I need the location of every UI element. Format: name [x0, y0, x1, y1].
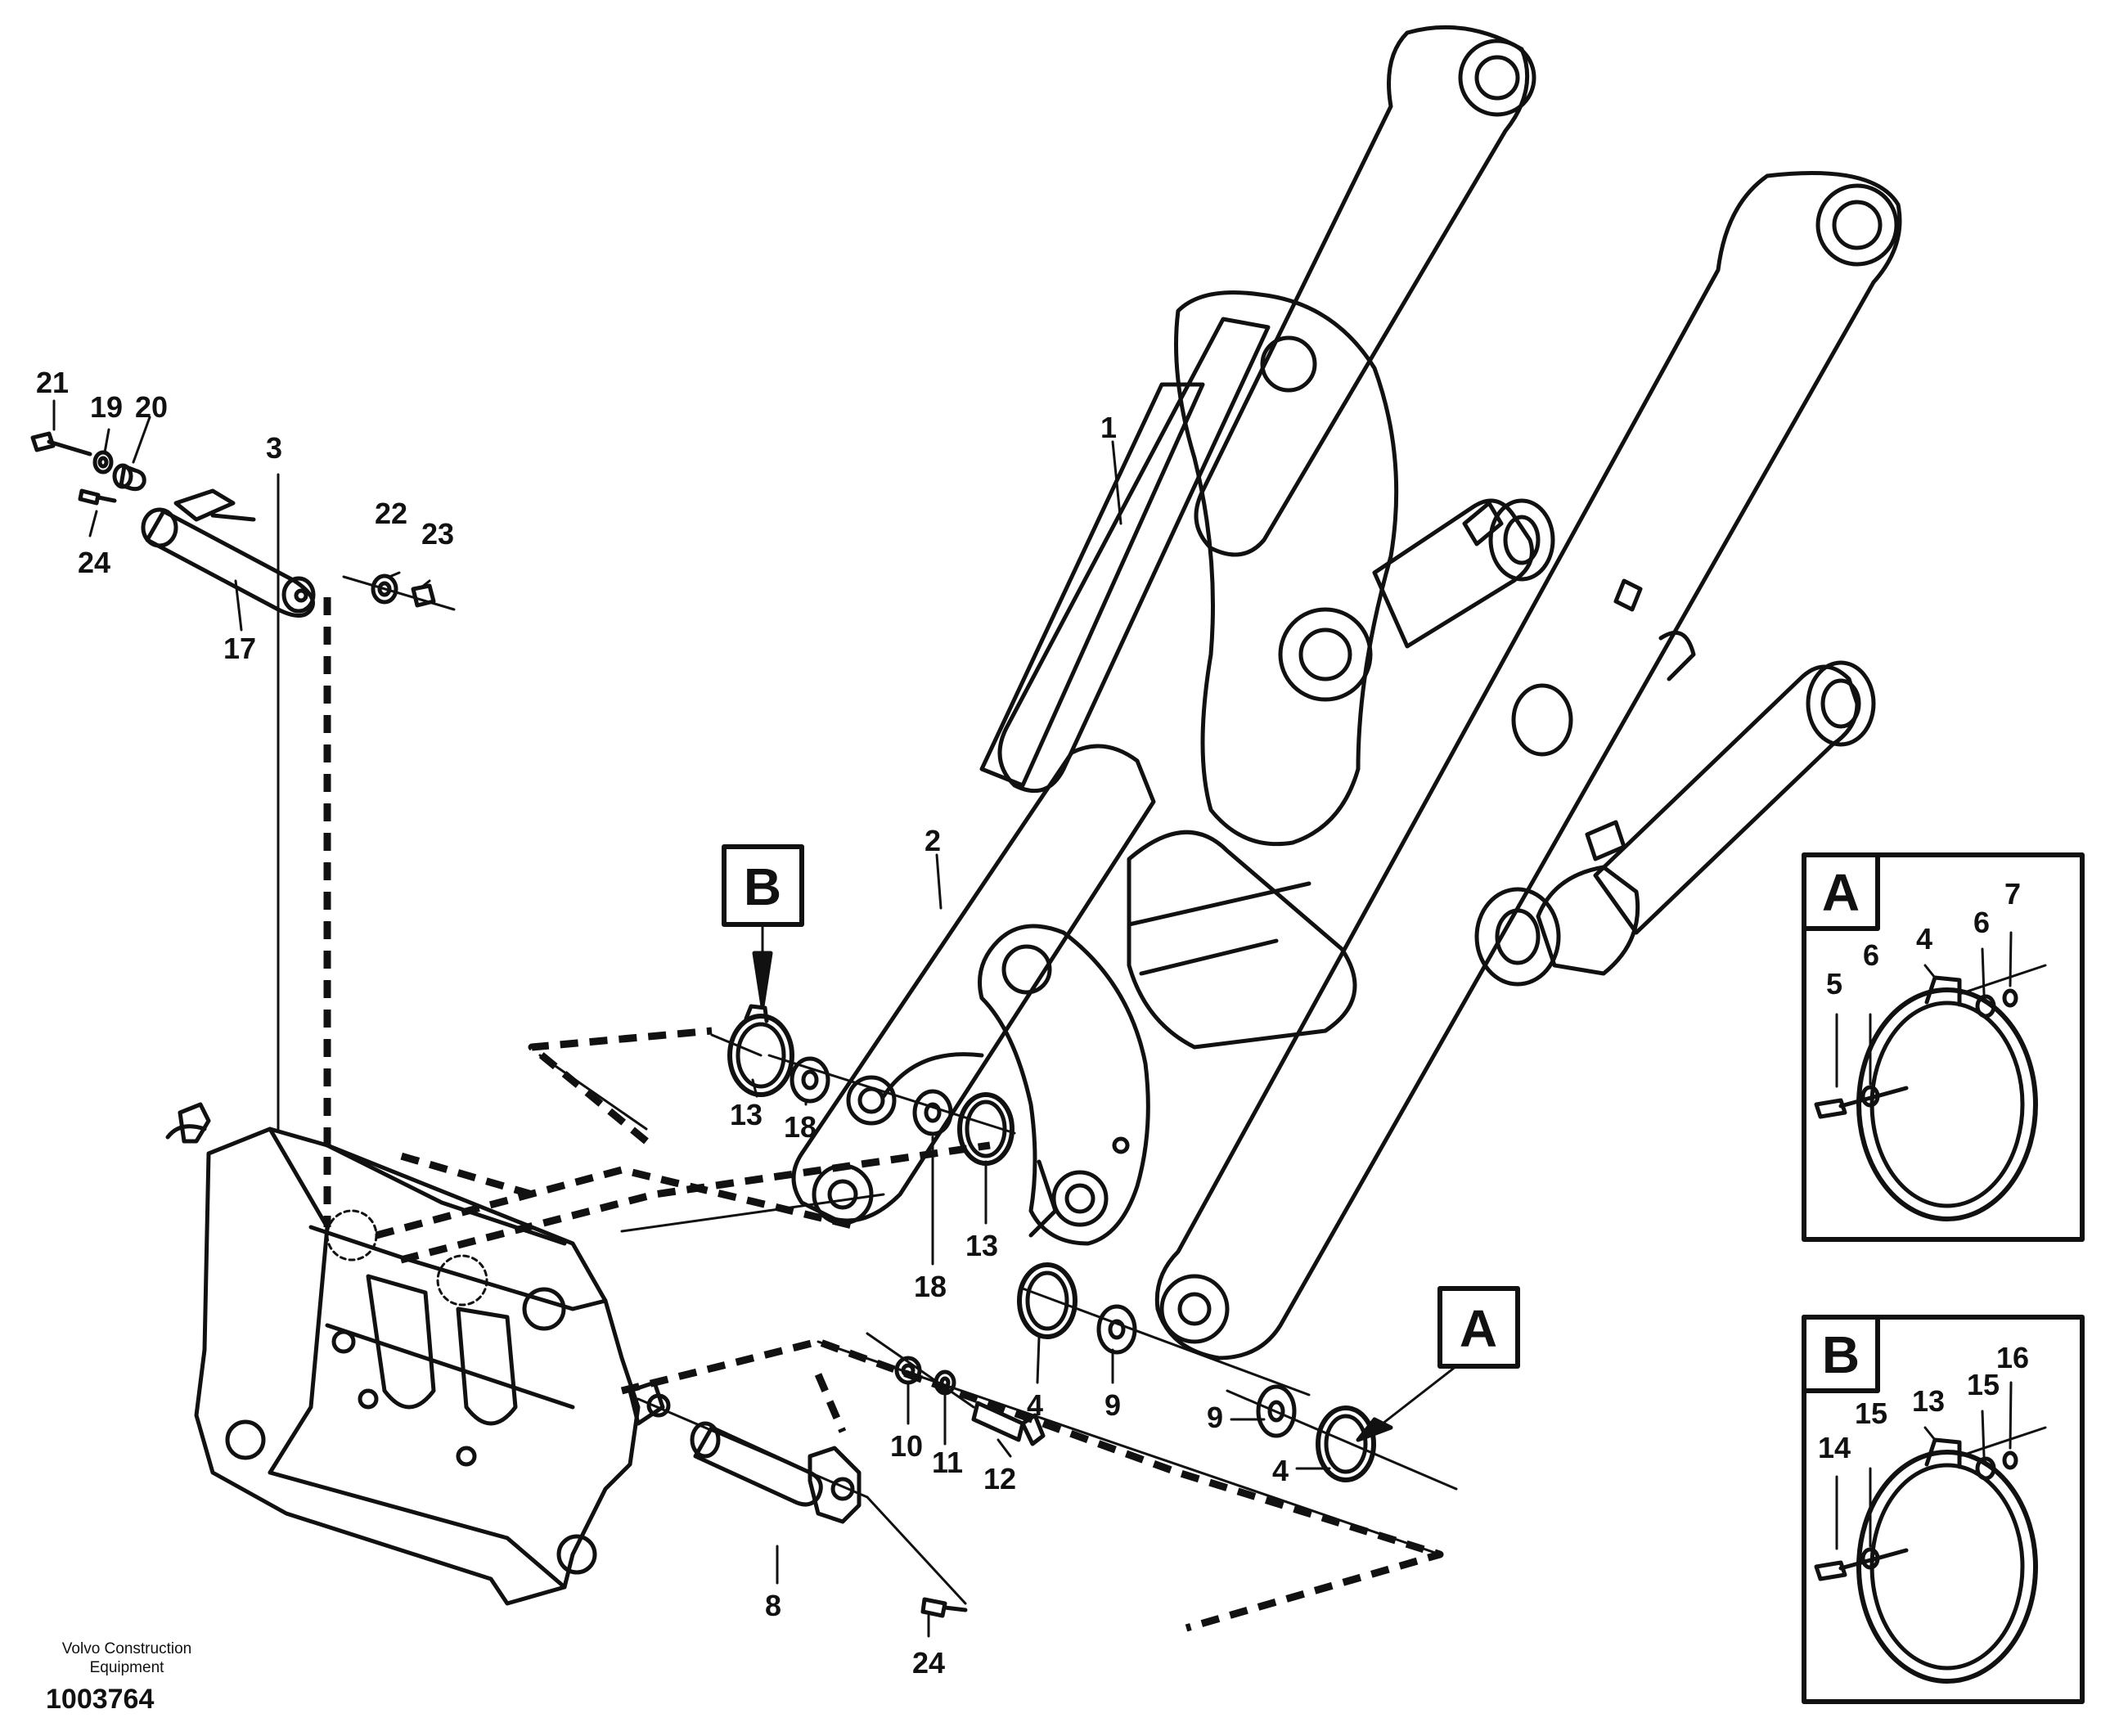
manufacturer-line-1: Volvo Construction — [61, 1640, 192, 1657]
inset-b-callout-13: 13 — [1912, 1384, 1945, 1418]
drawing-number: 1003764 — [46, 1684, 155, 1715]
inset-a-callout-6-left: 6 — [1863, 938, 1879, 972]
inset-a-label: A — [1822, 863, 1860, 922]
callout-17: 17 — [223, 632, 256, 665]
callout-9-right: 9 — [1207, 1401, 1223, 1434]
callout-2: 2 — [925, 824, 941, 857]
callout-4-left: 4 — [1027, 1388, 1043, 1422]
detail-a-pointer — [1356, 1286, 1520, 1442]
callout-10: 10 — [890, 1429, 923, 1463]
callout-13-lower: 13 — [965, 1229, 998, 1262]
inset-detail-a — [1802, 852, 2085, 1242]
callout-24-lower: 24 — [912, 1646, 945, 1680]
callout-9-left: 9 — [1104, 1388, 1121, 1422]
detail-b-label-main: B — [744, 857, 781, 916]
inset-b-label: B — [1822, 1325, 1860, 1384]
callout-1: 1 — [1100, 411, 1117, 444]
inset-detail-b — [1802, 1315, 2085, 1704]
callout-22: 22 — [375, 497, 407, 530]
inset-a-callout-7: 7 — [2004, 877, 2021, 911]
thin-assembly-lines — [538, 1033, 1442, 1556]
detail-a-label-main: A — [1460, 1299, 1497, 1358]
snap-rings-and-washers — [727, 1004, 1458, 1491]
callout-23: 23 — [421, 517, 454, 551]
inset-b-callout-15-left: 15 — [1855, 1396, 1887, 1430]
inset-b-callout-16: 16 — [1996, 1341, 2029, 1374]
callout-12: 12 — [983, 1462, 1016, 1495]
callout-3: 3 — [266, 431, 282, 465]
callout-18-upper: 18 — [784, 1110, 817, 1144]
callout-24-upper: 24 — [78, 546, 110, 579]
callout-labels: 1 2 3 4 4 9 9 8 10 11 12 13 13 18 18 17 … — [36, 366, 2029, 1680]
callout-4-right: 4 — [1272, 1454, 1289, 1487]
callout-21: 21 — [36, 366, 69, 399]
callout-19: 19 — [90, 390, 123, 424]
inset-a-callout-5: 5 — [1826, 967, 1842, 1001]
pin-17-assembly — [30, 431, 456, 618]
detail-letters: B A A B — [744, 857, 1860, 1384]
detail-b-pointer — [722, 844, 804, 1009]
callout-18-lower: 18 — [914, 1270, 947, 1303]
inset-a-callout-4: 4 — [1916, 922, 1932, 956]
inset-b-callout-14: 14 — [1818, 1431, 1851, 1464]
callout-11: 11 — [932, 1446, 963, 1479]
manufacturer-line-2: Equipment — [89, 1659, 164, 1676]
inset-a-callout-6-right: 6 — [1973, 906, 1990, 939]
leader-lines — [52, 399, 1331, 1638]
inset-b-callout-15-right: 15 — [1967, 1368, 2000, 1401]
pin-8-assembly — [637, 1332, 1046, 1618]
callout-20: 20 — [135, 390, 168, 424]
callout-13-upper: 13 — [730, 1098, 763, 1131]
lift-arm-assembly — [791, 25, 1902, 1360]
callout-8: 8 — [765, 1589, 781, 1622]
